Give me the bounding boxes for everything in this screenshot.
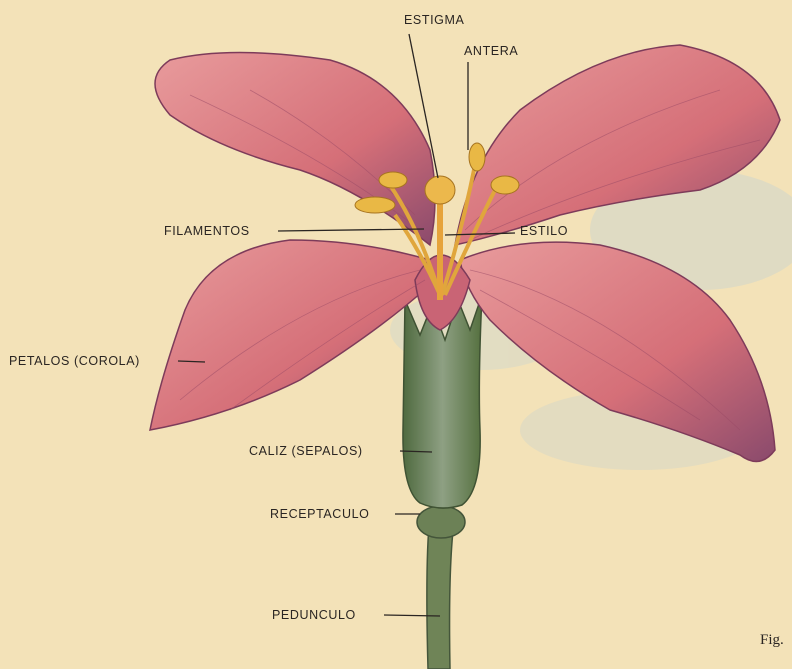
label-antera: ANTERA [464,44,518,58]
anther [355,197,395,213]
leader-filamentos [278,229,424,231]
figure-caption: Fig. [760,632,784,649]
label-estilo: ESTILO [520,224,568,238]
stigma [425,176,455,204]
receptacle [417,506,465,538]
anther [469,143,485,171]
label-petalos: PETALOS (COROLA) [9,354,140,368]
label-estigma: ESTIGMA [404,13,464,27]
label-receptaculo: RECEPTACULO [270,507,369,521]
label-pedunculo: PEDUNCULO [272,608,356,622]
anther [491,176,519,194]
label-filamentos: FILAMENTOS [164,224,250,238]
anther [379,172,407,188]
label-caliz: CALIZ (SEPALOS) [249,444,363,458]
